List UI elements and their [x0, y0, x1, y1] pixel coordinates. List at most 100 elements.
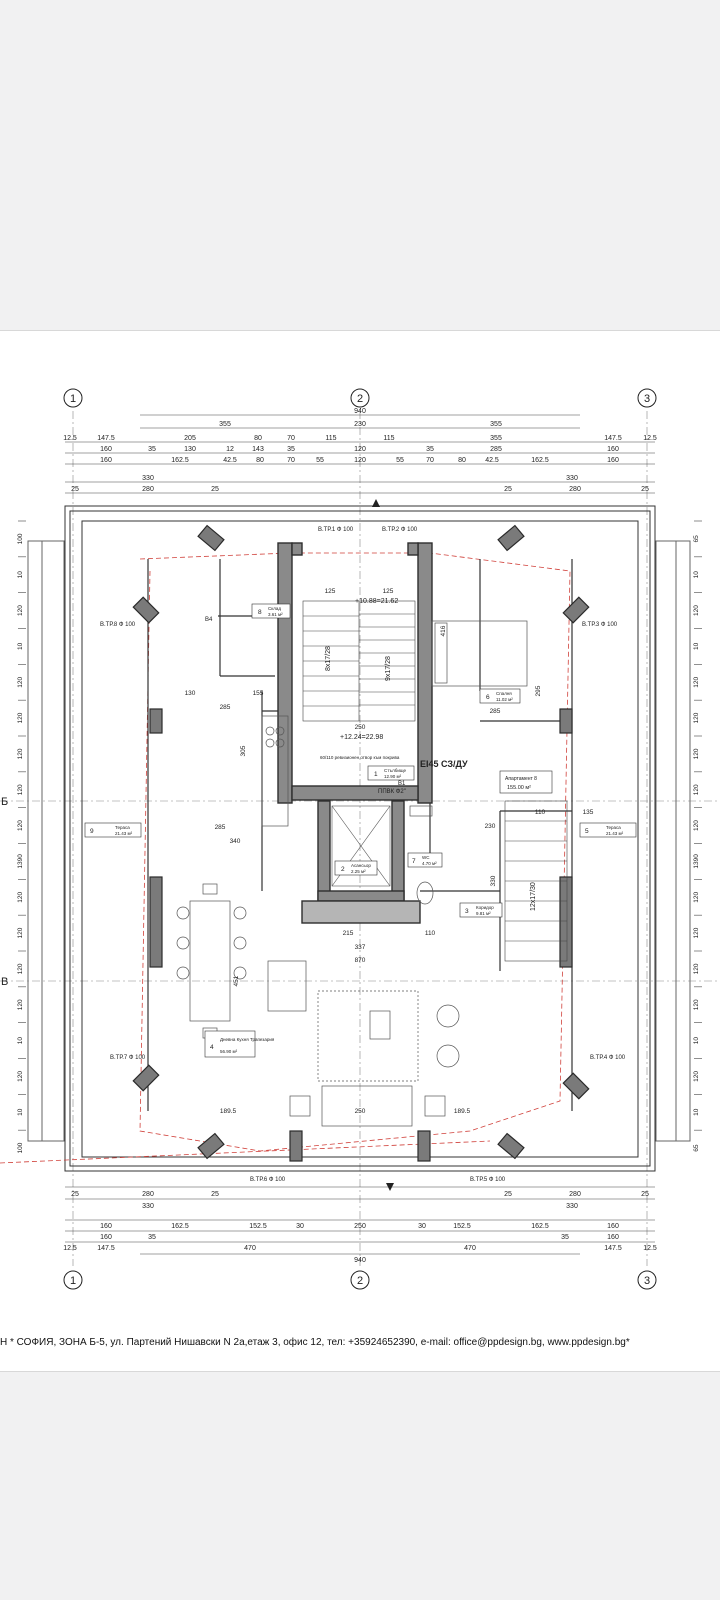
dim-text: 120 — [693, 927, 700, 938]
svg-text:125: 125 — [383, 588, 394, 595]
svg-text:870: 870 — [355, 957, 366, 964]
fire-door-note: EI45 СЗ/ДУ — [420, 759, 468, 769]
svg-text:305: 305 — [240, 745, 247, 756]
dim-text: 160 — [607, 446, 619, 453]
dim-text: 1390 — [17, 854, 24, 869]
dim-text: 10 — [17, 571, 24, 579]
svg-text:3.61 м²: 3.61 м² — [268, 612, 283, 617]
dim-text: 55 — [316, 457, 324, 464]
dim-text: 143 — [252, 446, 264, 453]
dim-text: 130 — [184, 446, 196, 453]
axis-label: 1 — [70, 393, 76, 405]
dim-text: 10 — [693, 642, 700, 650]
dim-text: 120 — [17, 1071, 24, 1082]
red-boundary — [0, 552, 571, 1164]
dim-text: 147.5 — [604, 1245, 622, 1252]
room-label-9: 9 Тераса 21.43 м² — [84, 822, 142, 838]
ppvk-note: ППВК Ф2" — [378, 789, 406, 795]
svg-text:Тераса: Тераса — [115, 825, 130, 830]
svg-text:2: 2 — [341, 866, 345, 873]
dim-text: 25 — [504, 1191, 512, 1198]
dim-text: 12 — [226, 446, 234, 453]
drainpipe-label: В.ТР.7 Ф 100 — [110, 1055, 146, 1061]
stairs — [302, 600, 568, 962]
window-tag: В1 — [398, 781, 406, 787]
dim-text: 25 — [641, 1191, 649, 1198]
dim-text: 25 — [641, 486, 649, 493]
dim-text: 330 — [566, 475, 578, 482]
dim-text: 120 — [693, 820, 700, 831]
dim-text: 30 — [296, 1223, 304, 1230]
svg-text:3: 3 — [465, 908, 469, 915]
section-arrows — [372, 499, 394, 1191]
dim-text: 330 — [142, 1203, 154, 1210]
dim-text: 152.5 — [249, 1223, 267, 1230]
svg-text:Склад: Склад — [268, 606, 281, 611]
axis-bubble-top-1 — [63, 388, 83, 408]
dim-text: 120 — [693, 712, 700, 723]
dim-text: 120 — [17, 891, 24, 902]
svg-text:Коридор: Коридор — [476, 905, 494, 910]
svg-text:110: 110 — [535, 809, 546, 816]
dim-text: 470 — [464, 1245, 476, 1252]
svg-text:135: 135 — [583, 809, 594, 816]
dim-text: 120 — [17, 820, 24, 831]
dim-text: 162.5 — [171, 457, 189, 464]
svg-text:Тераса: Тераса — [606, 825, 621, 830]
dim-text: 80 — [254, 435, 262, 442]
dim-text: 12.5 — [63, 1245, 77, 1252]
dim-text: 160 — [607, 457, 619, 464]
dim-text: 35 — [561, 1234, 569, 1241]
svg-text:9: 9 — [90, 828, 94, 835]
svg-text:WC: WC — [422, 855, 430, 860]
level-mark: +12.24=22.98 — [340, 734, 383, 741]
dim-text: 147.5 — [97, 435, 115, 442]
dim-text: 330 — [142, 475, 154, 482]
coffee-table — [317, 990, 419, 1082]
dim-text: 10 — [17, 1037, 24, 1045]
drawing-sheet: 1 2 3 1 2 3 Б В 940 355 230 355 12.5 147… — [0, 330, 720, 1372]
svg-text:21.43 м²: 21.43 м² — [115, 831, 133, 836]
svg-text:155: 155 — [253, 690, 264, 697]
svg-text:4.70 м²: 4.70 м² — [422, 861, 437, 866]
dim-text: 55 — [396, 457, 404, 464]
drainpipe-label: В.ТР.2 Ф 100 — [382, 527, 418, 533]
section-arrow-icon — [386, 1183, 394, 1191]
dim-text: 65 — [693, 535, 700, 543]
dim-text: 160 — [100, 1223, 112, 1230]
dim-text: 10 — [693, 571, 700, 579]
dim-text: 160 — [607, 1223, 619, 1230]
svg-text:295: 295 — [535, 685, 542, 696]
axis-label: 2 — [357, 393, 363, 405]
dim-text: 10 — [693, 1108, 700, 1116]
dim-text: 280 — [569, 486, 581, 493]
room-label-7: 7 WC 4.70 м² — [407, 852, 443, 868]
svg-text:56.90 м²: 56.90 м² — [220, 1049, 238, 1054]
window-tag: В4 — [205, 617, 213, 623]
bed — [431, 620, 528, 687]
svg-text:130: 130 — [185, 690, 196, 697]
floor-plan: 1 2 3 1 2 3 Б В 940 355 230 355 12.5 147… — [0, 388, 720, 1290]
room-label-1: 1 Стълбище 12.90 м² — [367, 765, 415, 781]
svg-text:8: 8 — [258, 609, 262, 616]
dim-text: 162.5 — [531, 1223, 549, 1230]
axis-bubble-top-2 — [350, 388, 370, 408]
svg-text:285: 285 — [215, 824, 226, 831]
dim-text: 160 — [100, 1234, 112, 1241]
sofa — [321, 1085, 413, 1127]
stair-note: 8x17/28 — [325, 646, 332, 671]
svg-text:9.81 м²: 9.81 м² — [476, 911, 491, 916]
dim-text: 42.5 — [223, 457, 237, 464]
svg-text:5: 5 — [585, 828, 589, 835]
axis-label: 1 — [70, 1275, 76, 1287]
dim-text: 355 — [490, 435, 502, 442]
dim-text: 160 — [100, 457, 112, 464]
columns — [132, 524, 590, 1162]
dim-text: 147.5 — [97, 1245, 115, 1252]
dim-text: 25 — [211, 1191, 219, 1198]
dim-text: 120 — [693, 1071, 700, 1082]
svg-text:21.43 м²: 21.43 м² — [606, 831, 624, 836]
svg-text:12.90 м²: 12.90 м² — [384, 774, 402, 779]
plan-notes: EI45 СЗ/ДУ +10.88=21.62 +12.24=22.98 8x1… — [205, 598, 537, 911]
dim-text: 115 — [325, 435, 336, 442]
